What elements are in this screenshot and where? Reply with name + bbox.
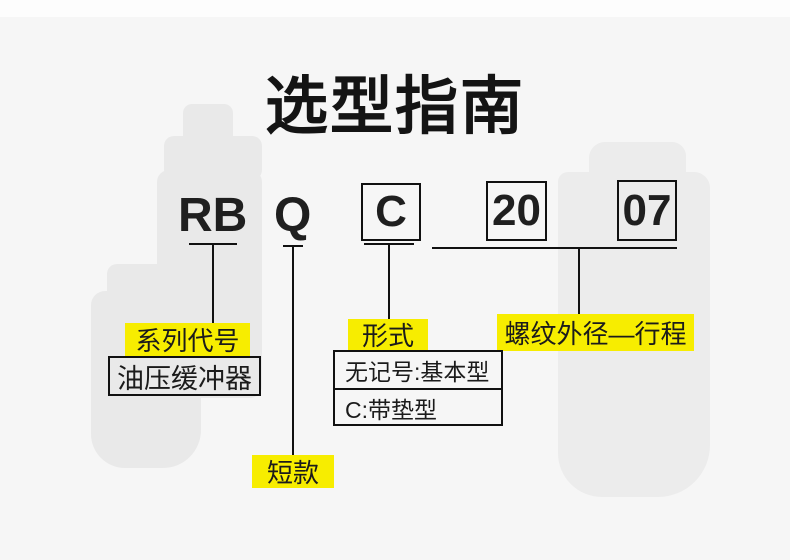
page-title: 选型指南 [265,72,525,142]
code-form-box: C [361,183,421,241]
form-connector-line [388,244,390,320]
form-options-box: 无记号:基本型 C:带垫型 [333,350,503,426]
code-short-type: Q [274,189,312,242]
short-type-label: 短款 [252,455,334,488]
form-option-pad: C:带垫型 [335,388,501,426]
code-thread-od-box: 20 [486,181,547,241]
series-connector-line [212,244,214,323]
thread-stroke-connector-line [578,249,580,315]
tall-buffer-cap-silhouette [183,104,233,142]
thread-stroke-underline [432,247,677,249]
top-strip [0,0,790,17]
code-stroke-box: 07 [617,180,677,241]
code-series: RB [178,189,248,242]
series-label: 系列代号 [125,323,250,356]
form-option-basic: 无记号:基本型 [345,359,490,385]
thread-stroke-label: 螺纹外径—行程 [497,314,694,351]
short-type-connector-line [292,246,294,455]
series-description-box: 油压缓冲器 [108,356,261,396]
form-label: 形式 [348,319,428,351]
